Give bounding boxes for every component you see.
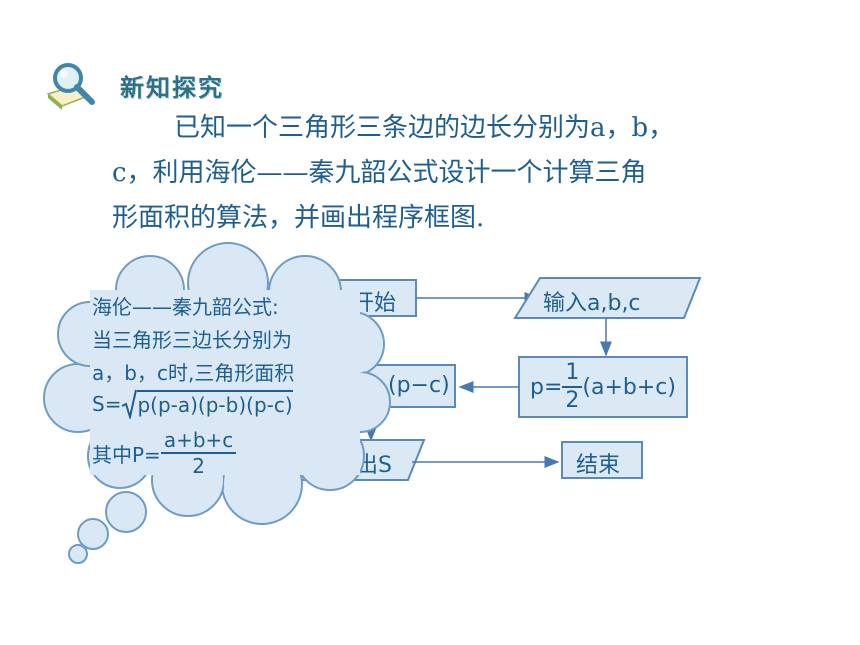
end-box: [561, 441, 643, 479]
cloud-formula-title: 海伦——秦九韶公式:: [92, 295, 279, 319]
problem-line: 形面积的算法，并画出程序框图.: [112, 203, 485, 233]
input-label: 输入a,b,c: [543, 291, 641, 316]
p-box: [518, 356, 688, 418]
cloud-condition: 当三角形三边长分别为: [92, 328, 292, 352]
sqrt-radicand: p(p-a)(p-b)(p-c): [137, 390, 293, 417]
problem-line: 已知一个三角形三条边的边长分别为a，b，: [174, 113, 675, 143]
cloud-area-formula: S= p(p-a)(p-b)(p-c): [92, 389, 382, 419]
sqrt-sign-icon: [122, 389, 138, 419]
section-title: 新知探究: [120, 74, 224, 102]
cloud-condition-cont: a，b，c时,三角形面积: [92, 361, 295, 385]
s-formula-visible-part: (p−c): [388, 373, 450, 398]
end-label: 结束: [576, 453, 621, 478]
magnifier-book-icon: [46, 63, 95, 110]
input-box: [513, 277, 702, 319]
problem-statement: 已知一个三角形三条边的边长分别为a，b， c，利用海伦——秦九韶公式设计一个计算…: [112, 106, 772, 241]
problem-line: c，利用海伦——秦九韶公式设计一个计算三角: [112, 158, 647, 188]
